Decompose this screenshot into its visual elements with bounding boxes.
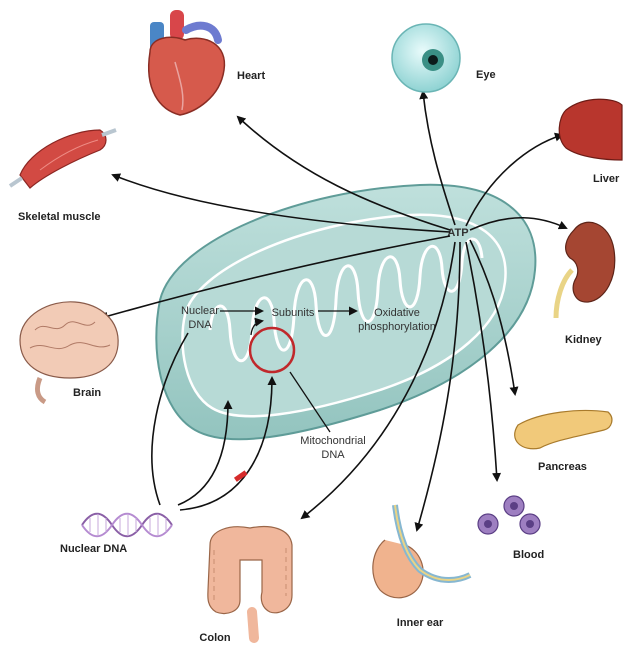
blood-cells-icon [478,496,540,534]
label-brain: Brain [73,387,101,399]
label-mtdna-1: Mitochondrial [300,435,365,447]
label-pancreas: Pancreas [538,461,587,473]
label-heart: Heart [237,70,265,82]
brain-icon [20,302,118,402]
label-colon: Colon [199,632,230,644]
kidney-icon [556,222,615,318]
muscle-icon [10,130,116,188]
inner-ear-icon [373,505,470,598]
label-oxidative-2: phosphorylation [358,321,436,333]
label-nuclear-inside-2: DNA [188,319,212,331]
dna-helix-icon [82,514,172,537]
label-liver: Liver [593,173,620,185]
eye-icon [392,24,460,92]
label-eye: Eye [476,69,496,81]
label-kidney: Kidney [565,334,603,346]
label-inner-ear: Inner ear [397,617,444,629]
label-skeletal-muscle: Skeletal muscle [18,211,101,223]
colon-icon [208,527,292,638]
label-mtdna-2: DNA [321,449,345,461]
pancreas-icon [515,411,612,449]
liver-icon [559,99,622,160]
label-atp: ATP [447,227,468,239]
label-nuclear-dna: Nuclear DNA [60,543,127,555]
label-blood: Blood [513,549,544,561]
label-subunits: Subunits [272,307,315,319]
heart-icon [149,10,225,115]
label-nuclear-inside-1: Nuclear [181,305,219,317]
label-oxidative-1: Oxidative [374,307,420,319]
